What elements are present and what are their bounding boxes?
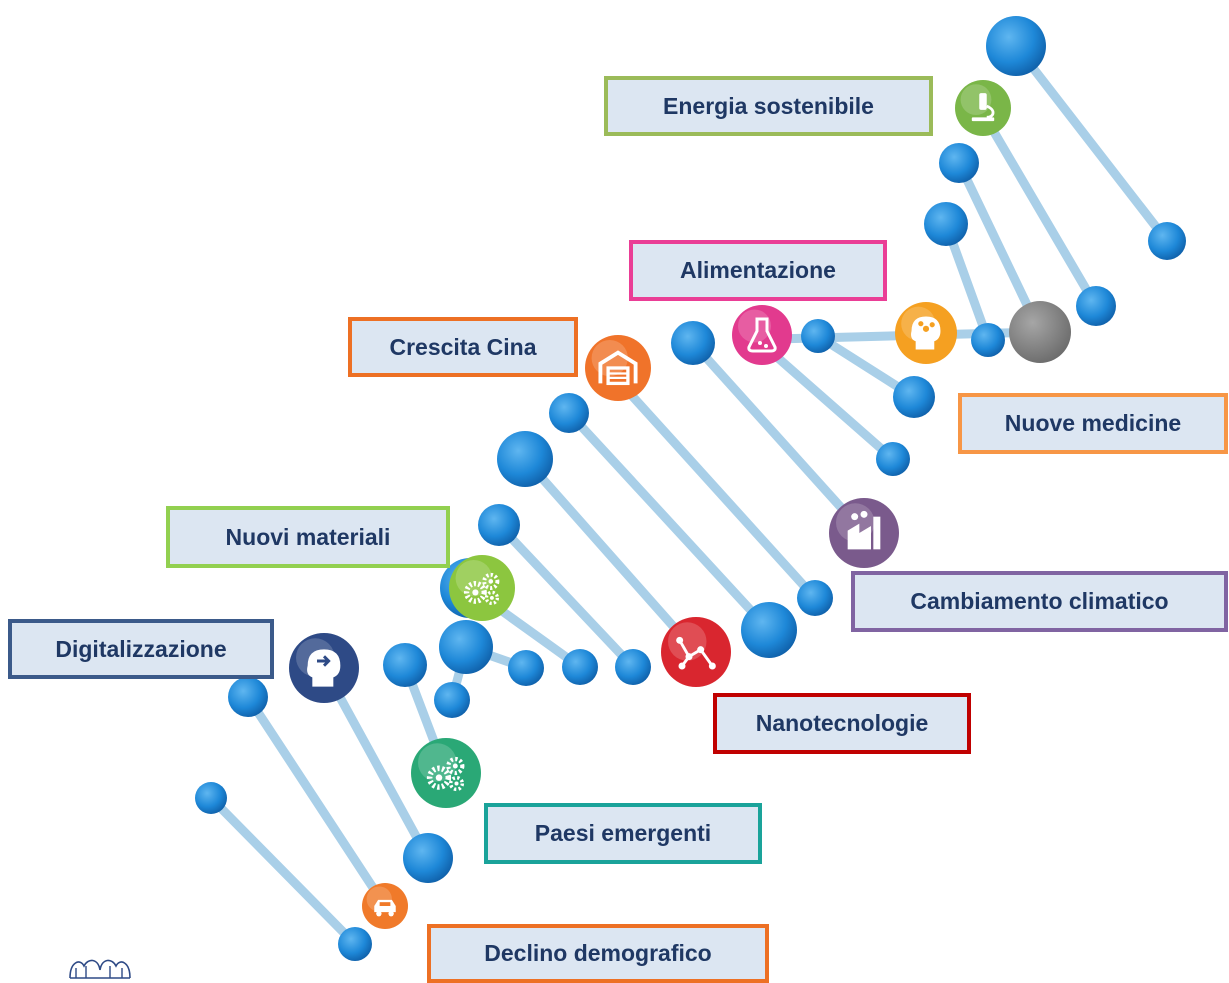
cogs-icon — [411, 738, 481, 808]
bond-line — [975, 103, 1101, 311]
warehouse-icon — [585, 335, 651, 401]
bond-line — [520, 454, 701, 657]
bond-line — [601, 362, 820, 603]
label-nuove-medicine: Nuove medicine — [958, 393, 1228, 454]
helix-bead — [228, 677, 268, 717]
helix-bead — [338, 927, 372, 961]
helix-bead — [434, 682, 470, 718]
helix-bead — [797, 580, 833, 616]
label-declino-demografico: Declino demografico — [427, 924, 769, 983]
bond-line — [954, 158, 1045, 337]
helix-bead — [741, 602, 797, 658]
label-cambiamento-climatico: Cambiamento climatico — [851, 571, 1228, 632]
label-alimentazione: Alimentazione — [629, 240, 887, 301]
logo-mark — [69, 959, 131, 979]
microscope-icon — [955, 80, 1011, 136]
bond-line — [494, 520, 638, 672]
helix-bead — [939, 143, 979, 183]
helix-bead — [893, 376, 935, 418]
helix-bead — [615, 649, 651, 685]
brain-head-icon — [895, 302, 957, 364]
bond-line — [243, 692, 390, 911]
helix-bead — [1076, 286, 1116, 326]
network-icon — [661, 617, 731, 687]
helix-bead — [549, 393, 589, 433]
mind-head-icon — [289, 633, 359, 703]
grey-bead — [1009, 301, 1071, 363]
helix-bead — [876, 442, 910, 476]
helix-bead — [671, 321, 715, 365]
helix-bead — [403, 833, 453, 883]
helix-bead — [478, 504, 520, 546]
bond-line — [1011, 41, 1172, 246]
helix-bead — [195, 782, 227, 814]
label-nuovi-materiali: Nuovi materiali — [166, 506, 450, 568]
helix-bead — [801, 319, 835, 353]
flask-icon — [732, 305, 792, 365]
label-digitalizzazione: Digitalizzazione — [8, 619, 274, 679]
topic-icons — [289, 80, 1011, 929]
bond-line — [564, 408, 774, 635]
helix-bead — [508, 650, 544, 686]
bond-line — [319, 663, 433, 863]
bond-line — [688, 338, 869, 538]
label-crescita-cina: Crescita Cina — [348, 317, 578, 377]
label-paesi-emergenti: Paesi emergenti — [484, 803, 762, 864]
helix-bead — [439, 620, 493, 674]
gears-icon — [449, 555, 515, 621]
helix-bead — [562, 649, 598, 685]
factory-icon — [829, 498, 899, 568]
helix-bead — [986, 16, 1046, 76]
helix-bead — [1148, 222, 1186, 260]
car-icon — [362, 883, 408, 929]
label-nanotecnologie: Nanotecnologie — [713, 693, 971, 754]
helix-bead — [497, 431, 553, 487]
helix-bead — [924, 202, 968, 246]
helix-bead — [383, 643, 427, 687]
helix-bead — [971, 323, 1005, 357]
bond-line — [206, 793, 360, 949]
label-energia-sostenibile: Energia sostenibile — [604, 76, 933, 136]
